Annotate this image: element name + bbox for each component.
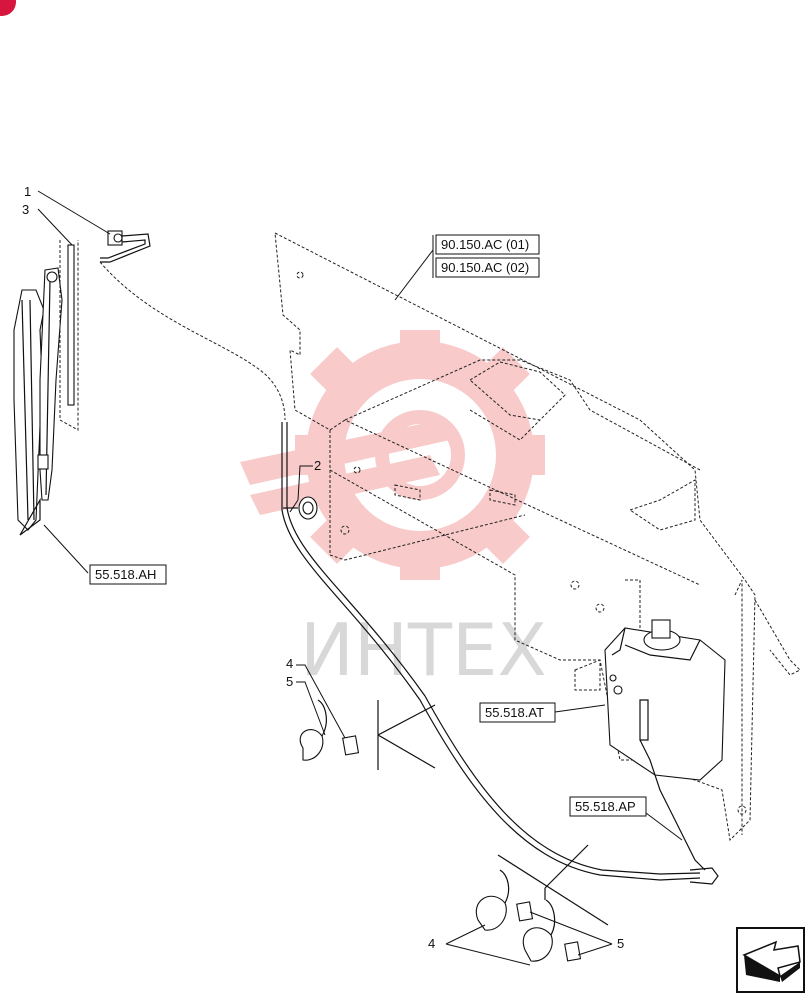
callout-5-upper: 5 [286,674,293,689]
callout-1: 1 [24,184,31,199]
leader-lines [37,190,683,966]
reference-55-518-at[interactable]: 55.518.AT [479,702,556,723]
callout-5-lower: 5 [617,936,624,951]
cab-panel [274,232,801,842]
reference-90-150-ac-01[interactable]: 90.150.AC (01) [432,234,540,278]
svg-text:55.518.AT: 55.518.AT [485,705,544,720]
next-page-arrow-icon[interactable] [736,927,805,993]
svg-text:90.150.AC (02): 90.150.AC (02) [441,260,529,275]
reference-55-518-ap[interactable]: 55.518.AP [569,796,647,817]
callout-4-upper: 4 [286,656,293,671]
svg-text:55.518.AP: 55.518.AP [575,799,636,814]
nozzle-and-hose [99,230,719,885]
wiper-assembly [13,240,79,536]
svg-text:55.518.AH: 55.518.AH [95,567,156,582]
reference-55-518-ah[interactable]: 55.518.AH [89,564,167,585]
grommet-part [283,496,318,520]
reference-90-150-ac-02[interactable]: 90.150.AC (02) [435,257,540,278]
cable-ties-lower [475,869,582,962]
watermark-text: ИНТЕХ [300,608,547,692]
callout-4-lower: 4 [428,936,435,951]
cable-ties-upper [299,699,360,761]
break-lines [377,700,609,926]
watermark-logo [240,330,545,580]
callout-3: 3 [22,202,29,217]
svg-text:90.150.AC (01): 90.150.AC (01) [441,237,529,252]
callout-2: 2 [314,458,321,473]
corner-badge-icon [0,0,16,16]
washer-reservoir [604,619,726,811]
